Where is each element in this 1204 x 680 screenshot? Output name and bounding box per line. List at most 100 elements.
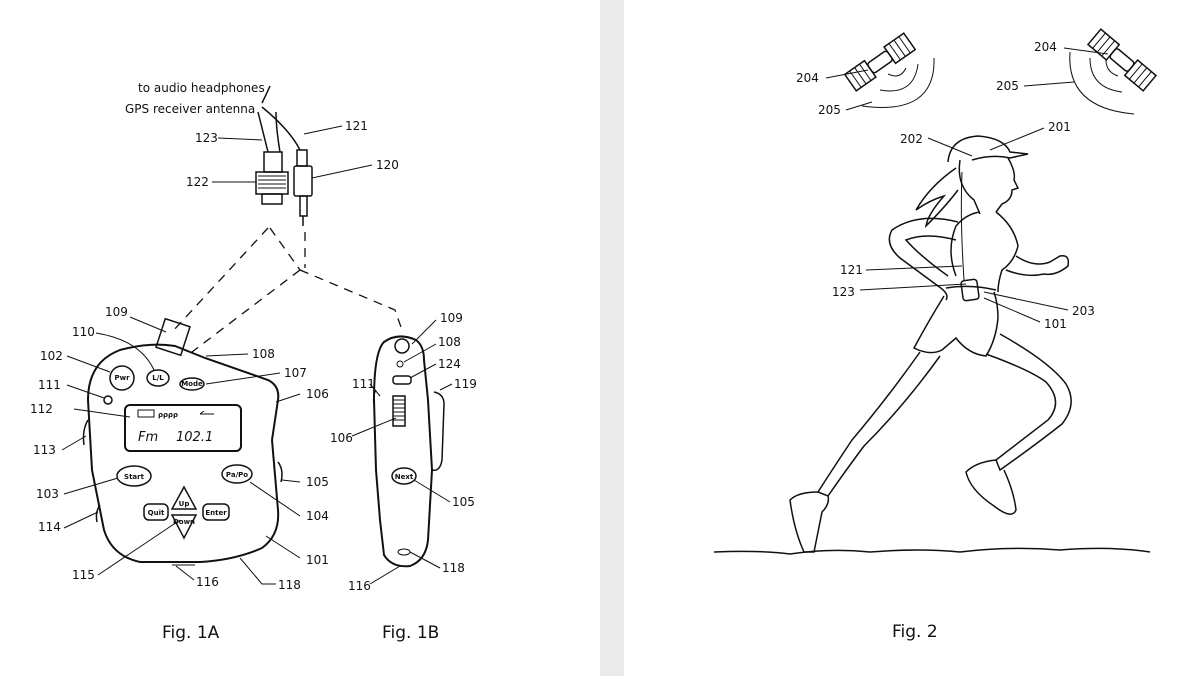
reference-numerals: 123 122 121 120 109 110 108 102 107 111 … <box>30 40 1095 593</box>
side-key-111 <box>372 389 377 405</box>
ref-116a: 116 <box>196 575 219 589</box>
next-button-label: Next <box>395 473 414 481</box>
figure-captions: Fig. 1A Fig. 1B Fig. 2 <box>162 622 938 643</box>
down-button[interactable]: Down <box>170 514 198 540</box>
ref-101a: 101 <box>306 553 329 567</box>
start-button-label: Start <box>124 473 145 481</box>
rear-shoe <box>789 491 830 553</box>
ref-109a: 109 <box>105 305 128 319</box>
enter-button-label: Enter <box>205 509 227 517</box>
ref-123: 123 <box>195 131 218 145</box>
ref-108a: 108 <box>252 347 275 361</box>
ref-111a: 111 <box>38 378 61 392</box>
up-button[interactable]: Up <box>170 485 198 510</box>
ground-line <box>713 547 1151 555</box>
ref-203: 203 <box>1072 304 1095 318</box>
jack-plug <box>299 195 308 217</box>
caption-fig1a: Fig. 1A <box>162 623 220 643</box>
ref-204b: 204 <box>1034 40 1057 54</box>
cap <box>947 135 1029 163</box>
fig1b-device: Next <box>372 335 445 568</box>
ref-105b: 105 <box>452 495 475 509</box>
ref-112: 112 <box>30 402 53 416</box>
battery-icon <box>137 409 155 418</box>
rear-leg <box>816 351 941 497</box>
antenna-port <box>155 317 191 357</box>
dashed-connection-lines <box>171 227 403 353</box>
caption-fig2: Fig. 2 <box>892 622 938 642</box>
fig1a-leader-lines <box>61 316 301 585</box>
ref-116b: 116 <box>348 579 371 593</box>
page-divider <box>600 0 624 676</box>
ref-123b: 123 <box>832 285 855 299</box>
antenna-connector-base <box>261 193 283 205</box>
ponytail <box>915 167 959 229</box>
fig2-leader-lines <box>825 47 1109 323</box>
back-of-head <box>958 159 981 215</box>
arrow-icon <box>199 410 214 415</box>
scroll-wheel-ridges <box>393 399 405 421</box>
ref-109b: 109 <box>440 311 463 325</box>
headphones-label: to audio headphones <box>138 81 265 95</box>
down-button-label: Down <box>173 518 195 526</box>
front-leg <box>985 333 1072 472</box>
face-profile <box>995 157 1020 213</box>
rear-arm <box>888 217 959 301</box>
fig1b-leader-lines <box>351 319 453 585</box>
ref-107: 107 <box>284 366 307 380</box>
lcd-band: Fm <box>138 430 158 445</box>
ref-103: 103 <box>36 487 59 501</box>
ref-118a: 118 <box>278 578 301 592</box>
back-torso <box>950 211 981 277</box>
power-button[interactable]: Pwr <box>109 365 135 391</box>
lr-button[interactable]: L/L <box>146 369 170 387</box>
waist-device <box>960 278 980 302</box>
side-key-105 <box>277 461 283 483</box>
ref-119: 119 <box>454 377 477 391</box>
quit-button-label: Quit <box>148 509 165 517</box>
enter-button[interactable]: Enter <box>202 503 230 521</box>
ref-102: 102 <box>40 349 63 363</box>
side-mode-key <box>392 375 412 385</box>
ref-105a: 105 <box>306 475 329 489</box>
belt <box>945 285 997 291</box>
next-button[interactable]: Next <box>391 467 417 485</box>
antenna-label: GPS receiver antenna <box>125 102 255 116</box>
ref-113: 113 <box>33 443 56 457</box>
front-shoe <box>965 459 1017 515</box>
runner-figure <box>789 135 1072 553</box>
front-torso <box>995 211 1019 293</box>
side-bottom-port <box>397 548 411 556</box>
start-button[interactable]: Start <box>116 465 152 487</box>
side-antenna-port <box>394 338 410 354</box>
antenna-connector-sleeve <box>263 151 283 173</box>
ref-121b: 121 <box>840 263 863 277</box>
ref-114: 114 <box>38 520 61 534</box>
front-arm <box>1005 254 1070 277</box>
jack-strain-relief <box>296 149 308 167</box>
antenna-connector-knurl <box>258 175 286 189</box>
headphone-wire <box>960 171 965 281</box>
ref-106b: 106 <box>330 431 353 445</box>
mode-button[interactable]: Mode <box>179 377 205 391</box>
ref-201: 201 <box>1048 120 1071 134</box>
belt-clip <box>431 391 445 472</box>
ref-204a: 204 <box>796 71 819 85</box>
side-scroll-wheel <box>392 395 406 427</box>
device-body-outline <box>86 343 280 563</box>
power-button-label: Pwr <box>114 374 130 382</box>
pause-button-label: Pa/Po <box>226 471 248 479</box>
ref-121: 121 <box>345 119 368 133</box>
lcd-status-glyphs: ρρρρ <box>158 411 178 419</box>
jack-body <box>293 165 313 197</box>
ref-118b: 118 <box>442 561 465 575</box>
quit-button[interactable]: Quit <box>143 503 169 521</box>
headphone-cable <box>261 106 301 151</box>
ref-101b: 101 <box>1044 317 1067 331</box>
side-key-113 <box>82 419 89 446</box>
ref-124: 124 <box>438 357 461 371</box>
pause-button[interactable]: Pa/Po <box>221 464 253 484</box>
ref-120: 120 <box>376 158 399 172</box>
lcd-display: ρρρρ Fm 102.1 <box>124 404 242 452</box>
